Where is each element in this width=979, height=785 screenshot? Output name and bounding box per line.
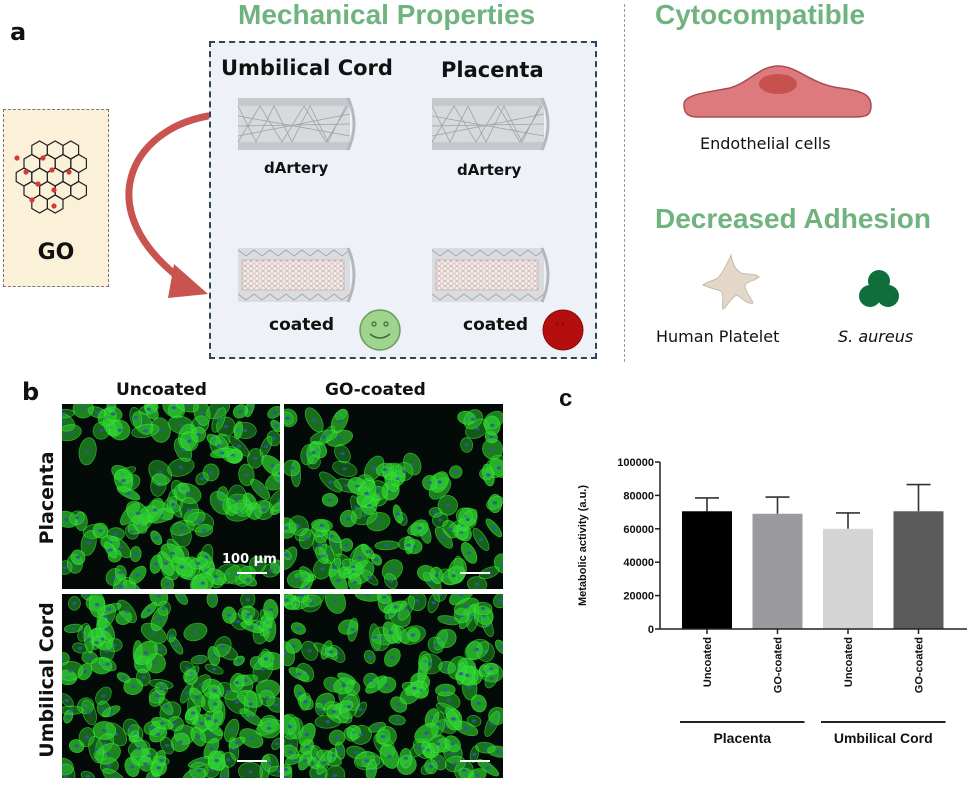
scale-bar bbox=[237, 572, 267, 574]
decreased-adhesion-title: Decreased Adhesion bbox=[655, 203, 931, 234]
umbilical-cord-row-header: Umbilical Cord bbox=[36, 602, 58, 758]
placenta-coated-artery-icon bbox=[430, 246, 550, 304]
go-label: GO bbox=[37, 240, 75, 265]
bar bbox=[893, 511, 944, 629]
graphene-oxide-lattice-icon bbox=[14, 140, 88, 214]
micrograph-placenta-go-coated bbox=[284, 404, 503, 589]
staphylococcus-aureus-icon bbox=[859, 270, 899, 307]
cytocompatible-title: Cytocompatible bbox=[655, 0, 866, 30]
group-label: Placenta bbox=[713, 730, 771, 746]
placenta-row-header: Placenta bbox=[36, 451, 58, 545]
y-axis: 0 20000 40000 60000 80000 100000 bbox=[617, 457, 661, 636]
platelet-icon bbox=[702, 253, 760, 310]
uc-coated-artery-icon bbox=[236, 246, 356, 304]
panel-a-letter: a bbox=[10, 18, 27, 46]
uc-dartery-label: dArtery bbox=[264, 159, 329, 177]
group-label: Umbilical Cord bbox=[834, 730, 933, 746]
go-coated-column-header: GO-coated bbox=[325, 380, 426, 400]
scale-bar bbox=[460, 572, 490, 574]
s-aureus-label: S. aureus bbox=[838, 327, 914, 346]
panel-divider bbox=[624, 4, 625, 362]
scale-bar bbox=[460, 760, 490, 762]
bar bbox=[752, 513, 803, 629]
metabolic-activity-chart: c 0 20000 40000 60000 80000 100000 Uncoated GO… bbox=[559, 385, 967, 746]
x-tick-label: Uncoated bbox=[843, 637, 855, 687]
y-tick-label: 80000 bbox=[623, 490, 654, 502]
panel-b-letter: b bbox=[22, 378, 40, 406]
y-tick-label: 100000 bbox=[617, 457, 654, 469]
uncoated-column-header: Uncoated bbox=[116, 380, 207, 400]
y-tick-label: 0 bbox=[648, 624, 654, 636]
panel-c-letter: c bbox=[559, 385, 572, 412]
happy-face-icon bbox=[359, 309, 401, 351]
uc-decellularized-artery-icon bbox=[236, 96, 356, 152]
scale-bar bbox=[237, 760, 267, 762]
x-tick-label: Uncoated bbox=[702, 637, 714, 687]
sad-face-icon: « » bbox=[542, 309, 584, 351]
micrograph-umbilical-cord-go-coated bbox=[284, 594, 503, 778]
go-box: GO bbox=[3, 109, 109, 287]
mechanical-properties-title: Mechanical Properties bbox=[238, 0, 536, 30]
curved-arrow-icon bbox=[125, 112, 212, 298]
placenta-decellularized-artery-icon bbox=[430, 96, 550, 152]
x-tick-label: GO-coated bbox=[773, 637, 785, 693]
svg-text:« »: « » bbox=[555, 321, 565, 328]
y-axis-label: Metabolic activity (a.u.) bbox=[577, 485, 589, 606]
endothelial-cells-label: Endothelial cells bbox=[700, 134, 831, 153]
bar bbox=[823, 528, 873, 629]
placenta-header: Placenta bbox=[441, 58, 544, 82]
placenta-dartery-label: dArtery bbox=[457, 161, 522, 179]
mechanical-properties-box bbox=[209, 41, 597, 359]
y-tick-label: 60000 bbox=[623, 524, 654, 536]
y-tick-label: 40000 bbox=[623, 557, 654, 569]
umbilical-cord-header: Umbilical Cord bbox=[221, 56, 393, 80]
human-platelet-label: Human Platelet bbox=[656, 327, 780, 346]
uc-coated-label: coated bbox=[269, 315, 335, 335]
bars bbox=[682, 483, 944, 629]
micrograph-umbilical-cord-uncoated bbox=[62, 594, 280, 778]
x-tick-label: GO-coated bbox=[914, 637, 926, 693]
x-axis: Uncoated GO-coated Uncoated GO-coatedPlacen… bbox=[660, 628, 967, 746]
micrograph-placenta-uncoated: 100 µm bbox=[62, 404, 280, 589]
y-tick-label: 20000 bbox=[623, 591, 654, 603]
bar bbox=[682, 511, 732, 629]
endothelial-cell-icon bbox=[683, 65, 872, 118]
placenta-coated-label: coated bbox=[463, 315, 529, 335]
scale-bar-label: 100 µm bbox=[222, 552, 277, 567]
